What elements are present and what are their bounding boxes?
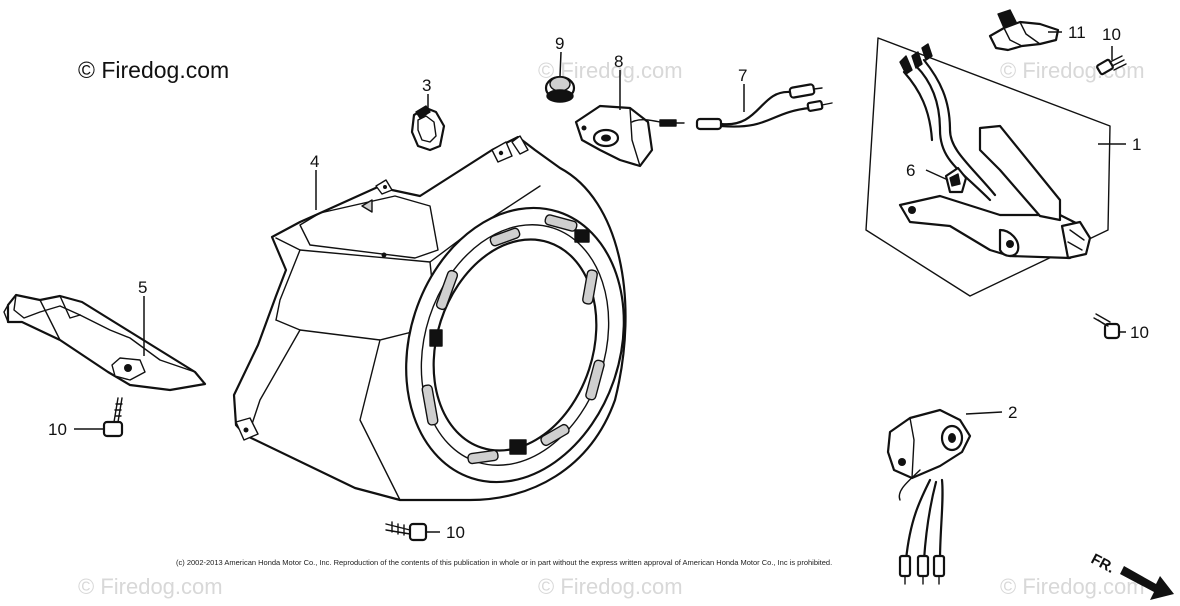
- outlet-part-2: [886, 408, 972, 585]
- callout-11: 11: [1068, 23, 1086, 42]
- callout-2: 2: [1008, 403, 1017, 422]
- bolt-part-10-right: [1093, 313, 1121, 340]
- callout-7: 7: [738, 66, 747, 85]
- bolt-part-10-top: [1096, 55, 1127, 76]
- bracket-assembly-part-1: [865, 37, 1111, 297]
- copyright-notice: (c) 2002-2013 American Honda Motor Co., …: [176, 558, 832, 567]
- callout-6: 6: [906, 161, 915, 180]
- callout-5: 5: [138, 278, 147, 297]
- watermark-faint-bottom-center: © Firedog.com: [538, 574, 683, 599]
- switch-part-8: [574, 104, 685, 168]
- grommet-part-9: [544, 75, 576, 103]
- clip-part-3: [410, 105, 446, 152]
- callout-8: 8: [614, 52, 623, 71]
- leader-lines: [74, 31, 1126, 533]
- callout-10-left: 10: [48, 420, 67, 439]
- callout-10-top: 10: [1102, 25, 1121, 44]
- watermark-faint-bottom-right: © Firedog.com: [1000, 574, 1145, 599]
- fan-cover-part: [232, 135, 627, 502]
- watermark-main: © Firedog.com: [78, 57, 229, 83]
- arrow-right-icon: [1120, 566, 1174, 600]
- wire-harness-part-7: [695, 83, 833, 131]
- callout-10-right: 10: [1130, 323, 1149, 342]
- callout-3: 3: [422, 76, 431, 95]
- bolt-part-10-left: [102, 397, 124, 438]
- callout-4: 4: [310, 152, 319, 171]
- watermark-faint-top-right: © Firedog.com: [1000, 58, 1145, 83]
- watermark-faint-bottom-left: © Firedog.com: [78, 574, 223, 599]
- front-direction-label: FR.: [1088, 551, 1117, 577]
- callout-10-bottom: 10: [446, 523, 465, 542]
- callout-9: 9: [555, 34, 564, 53]
- callout-1: 1: [1132, 135, 1141, 154]
- air-guide-part: [3, 293, 207, 392]
- clip-part-11: [988, 9, 1060, 52]
- bolt-part-10-bottom: [385, 521, 428, 542]
